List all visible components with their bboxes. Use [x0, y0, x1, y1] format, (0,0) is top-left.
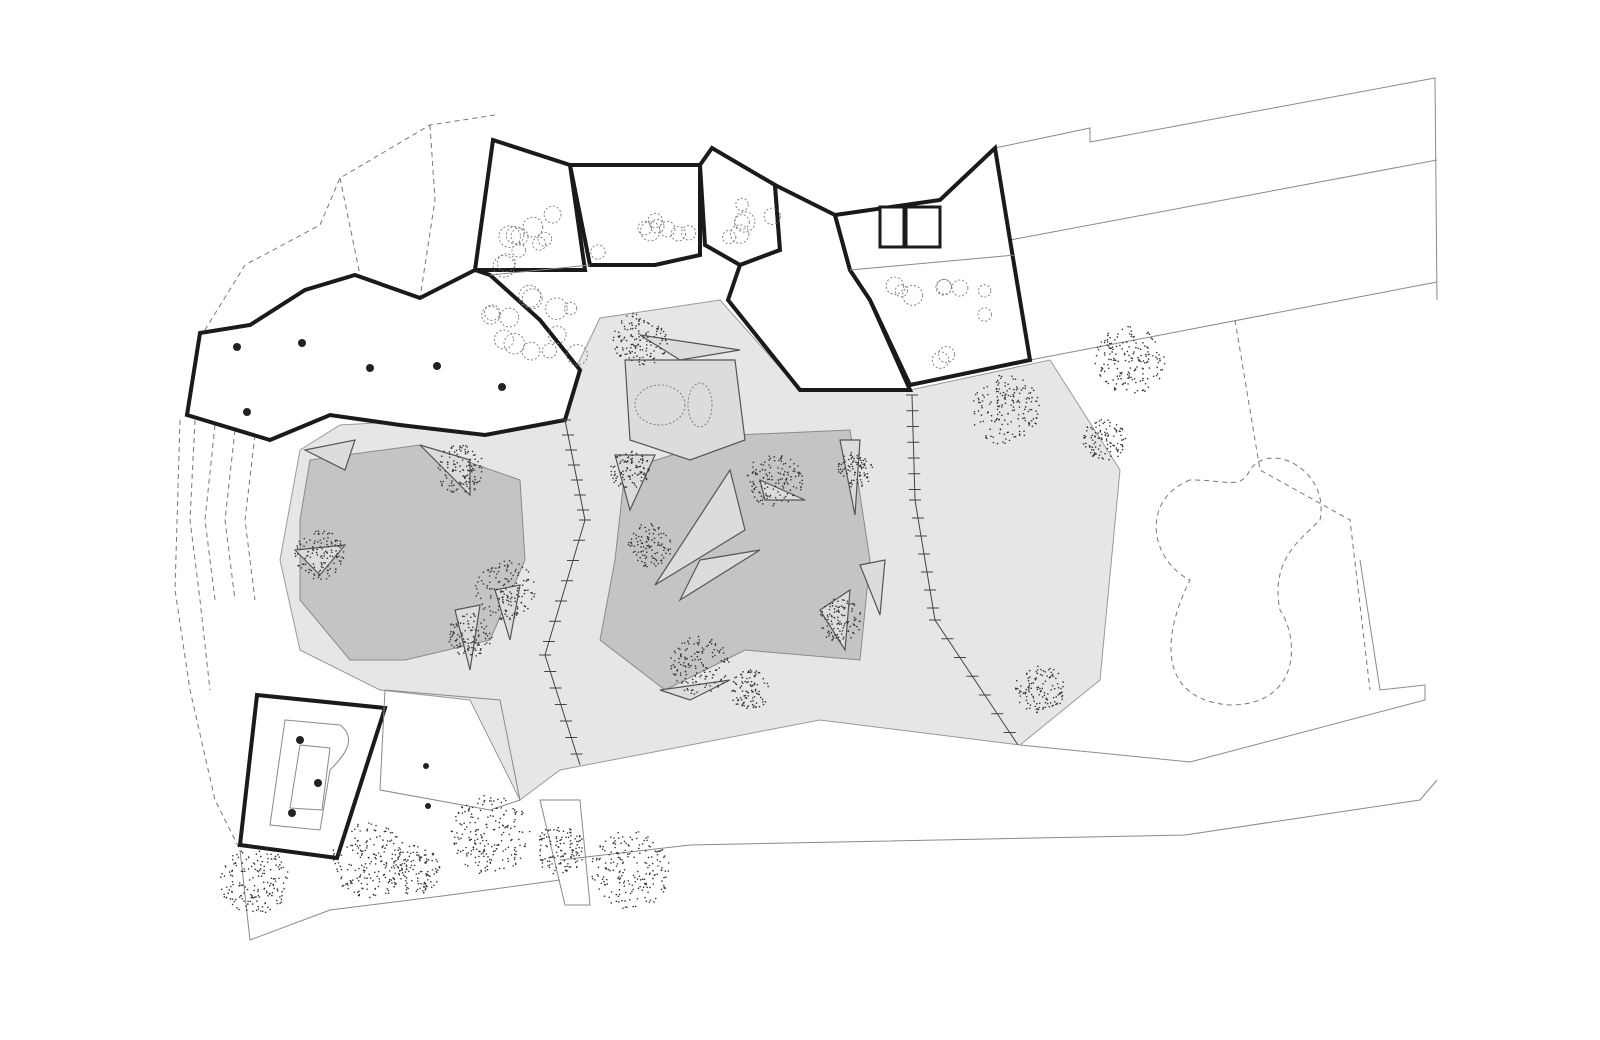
furniture-circle — [521, 341, 541, 361]
path-line — [544, 419, 586, 766]
furniture-circle — [541, 343, 558, 359]
wing-west — [184, 267, 583, 443]
room-1 — [472, 137, 588, 272]
furniture-circle — [931, 351, 950, 369]
tree-cluster-icon — [1094, 325, 1166, 394]
furniture-circle — [510, 227, 529, 246]
tree-cluster-icon — [392, 844, 441, 895]
tree-cluster-icon — [448, 612, 493, 657]
room-3 — [697, 145, 783, 268]
tree-cluster-icon — [1014, 665, 1064, 714]
furniture-circle — [649, 218, 665, 234]
furniture-circle — [493, 329, 514, 350]
furniture-circle — [885, 276, 904, 295]
tree-cluster-icon — [670, 635, 730, 695]
furniture-circle — [521, 288, 543, 310]
furniture-circle — [670, 226, 687, 242]
furniture-circle — [735, 197, 749, 212]
furniture-circles — [481, 197, 992, 369]
furniture-circle — [548, 325, 567, 345]
furniture-circle — [978, 284, 992, 298]
tree-cluster-icon — [731, 669, 769, 709]
furniture-circle — [647, 212, 663, 229]
tree-cluster-icon — [332, 822, 408, 899]
furniture-circle — [938, 346, 956, 364]
furniture-circle — [722, 230, 737, 245]
furniture-circle — [498, 225, 521, 248]
furniture-circle — [543, 205, 562, 224]
furniture-circle — [503, 332, 526, 355]
tree-cluster-icon — [591, 831, 670, 909]
tree-cluster-icon — [538, 826, 583, 875]
building-main — [184, 137, 1033, 443]
path-ticks — [539, 394, 1019, 766]
vegetation — [220, 312, 1166, 914]
furniture-circle — [935, 279, 952, 296]
furniture-circle — [977, 307, 992, 322]
furniture-circle — [511, 243, 527, 258]
furniture-circle — [590, 244, 606, 260]
furniture-circle — [734, 214, 750, 230]
room-east — [832, 143, 1033, 388]
furniture-circle — [730, 224, 750, 244]
furniture-circle — [532, 236, 547, 251]
tree-cluster-icon — [972, 374, 1040, 445]
tree-cluster-icon — [294, 530, 345, 581]
tree-cluster-icon — [1082, 418, 1127, 461]
furniture-circle — [481, 305, 501, 325]
furniture-circle — [734, 211, 756, 233]
tree-cluster-icon — [746, 455, 804, 507]
furniture-circle — [496, 253, 516, 273]
room-2 — [567, 163, 702, 267]
furniture-circle — [545, 297, 568, 320]
tree-cluster-icon — [610, 450, 651, 488]
tree-cluster-icon — [627, 522, 672, 568]
tree-cluster-icon — [220, 845, 289, 914]
furniture-circle — [951, 279, 969, 297]
furniture-circle — [483, 304, 501, 321]
furniture-circle — [902, 284, 924, 306]
tree-cluster-icon — [820, 598, 862, 642]
curved-path — [1155, 457, 1322, 706]
tree-cluster-icon — [612, 312, 668, 366]
furniture-circle — [564, 301, 578, 316]
furniture-circle — [659, 220, 676, 238]
path-line — [911, 394, 1019, 746]
furniture-circle — [499, 307, 520, 328]
furniture-circle — [505, 225, 525, 245]
furniture-circle — [566, 344, 588, 366]
furniture-circle — [680, 225, 697, 241]
tree-cluster-icon — [837, 451, 874, 488]
furniture-circle — [763, 207, 781, 225]
tree-cluster-icon — [474, 560, 536, 621]
tree-cluster-icon — [437, 444, 483, 493]
furniture-circle — [894, 284, 908, 298]
furniture-circle — [518, 284, 542, 308]
furniture-circle — [637, 220, 652, 236]
furniture-circle — [537, 231, 553, 247]
tree-cluster-icon — [450, 794, 531, 875]
furniture-circle — [492, 255, 516, 278]
furniture-circle — [640, 220, 661, 242]
building-small — [237, 689, 591, 906]
columns — [233, 339, 506, 416]
furniture-circle — [522, 216, 544, 238]
